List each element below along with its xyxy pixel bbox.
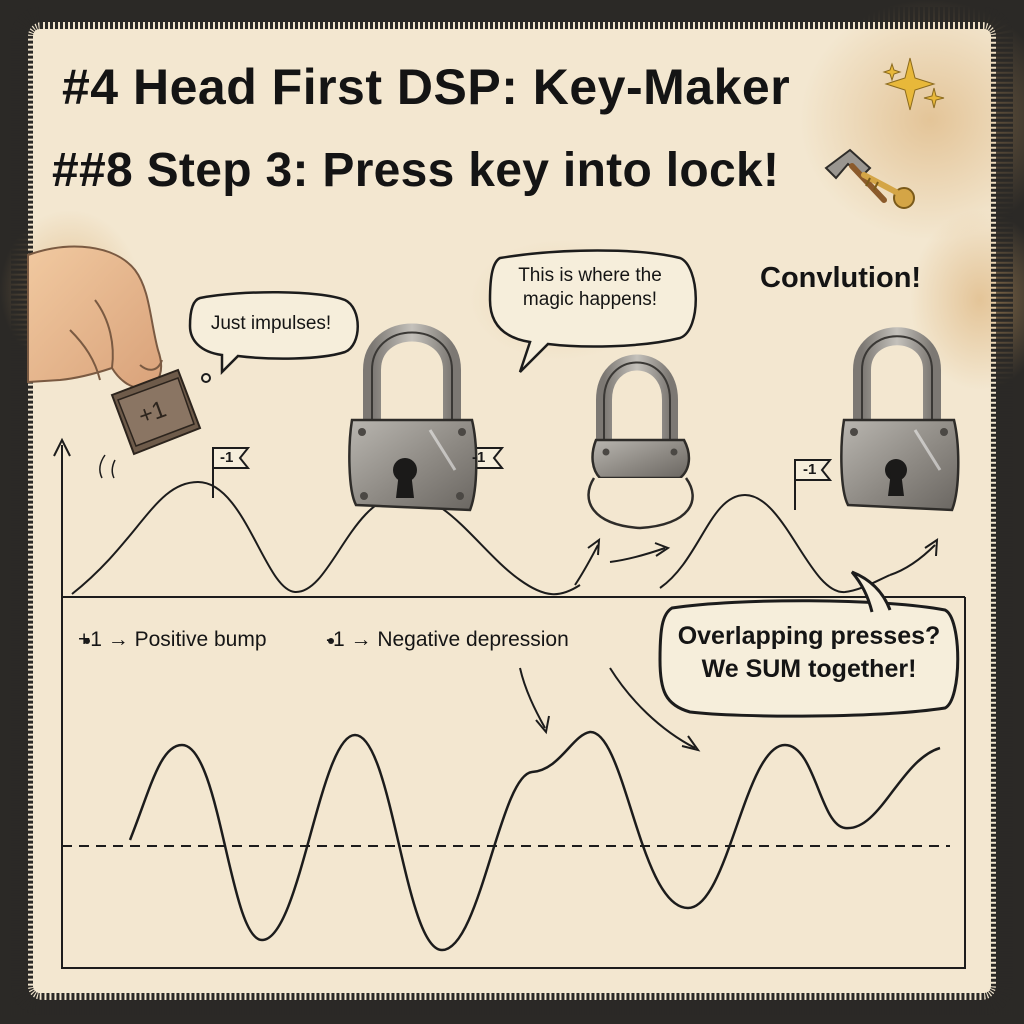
- flag-label-3: -1: [803, 461, 817, 478]
- convolution-label: Convlution!: [760, 262, 922, 294]
- flow-arrow-head: [587, 537, 601, 556]
- bubble-sum-line2: We SUM together!: [701, 654, 917, 683]
- legend-positive: +1 → Positive bump: [78, 628, 267, 651]
- page-subtitle: ##8 Step 3: Press key into lock!: [52, 144, 780, 197]
- padlock-icon: [587, 354, 694, 530]
- legend-bullet: [328, 638, 334, 644]
- stamp-block: [110, 368, 202, 456]
- flag-label-1: -1: [220, 449, 234, 466]
- padlock-icon: [840, 327, 960, 512]
- bubble-sum-text: Overlapping presses? We SUM together!: [664, 620, 954, 685]
- sparkle-icon: [882, 57, 945, 111]
- flag-3: [794, 459, 833, 510]
- thought-dot: [201, 373, 211, 383]
- speech-bubble-impulses: [188, 290, 359, 376]
- flow-arrow: [574, 544, 599, 586]
- speech-bubble-sum: [658, 599, 960, 718]
- bottom-chart-frame: [61, 597, 966, 969]
- top-y-axis-arrow: [53, 437, 71, 457]
- legend-negative: -1 → Negative depression: [326, 628, 569, 651]
- paper-border: [11, 7, 1013, 1015]
- pointer-arrow-head: [535, 715, 550, 735]
- padlock-icon: [348, 323, 478, 512]
- flag-label-2: -1: [472, 449, 486, 466]
- bubble-magic-line1: This is where the: [518, 265, 662, 286]
- bubble-magic-line2: magic happens!: [522, 288, 658, 310]
- paper-background: [28, 22, 996, 1000]
- pointer-arrow: [609, 667, 696, 749]
- bubble-sum-line1: Overlapping presses?: [677, 622, 941, 650]
- coffee-stain: [800, 0, 1024, 240]
- convolution-output-wave: [128, 730, 941, 952]
- motion-lines: [99, 454, 116, 479]
- flow-arrow-head: [654, 542, 671, 557]
- flow-arrow: [609, 547, 666, 563]
- flow-arrow: [889, 544, 936, 576]
- bubble-impulses-text: Just impulses!: [210, 313, 332, 334]
- legend-bullet: [84, 638, 90, 644]
- impulse-response-wave: [659, 493, 891, 594]
- impulse-response-wave: [71, 480, 581, 596]
- flag-1: [212, 447, 251, 498]
- speech-bubble-tail: [850, 570, 892, 613]
- hand-icon: [27, 245, 163, 390]
- page-title: #4 Head First DSP: Key-Maker: [62, 59, 791, 115]
- pointer-arrow-head: [681, 735, 701, 752]
- bubble-magic-text: This is where the magic happens!: [494, 264, 686, 312]
- speech-bubble-magic: [488, 249, 697, 373]
- pointer-arrow: [519, 667, 546, 729]
- flow-arrow-head: [924, 538, 939, 557]
- key-icon: [861, 172, 915, 209]
